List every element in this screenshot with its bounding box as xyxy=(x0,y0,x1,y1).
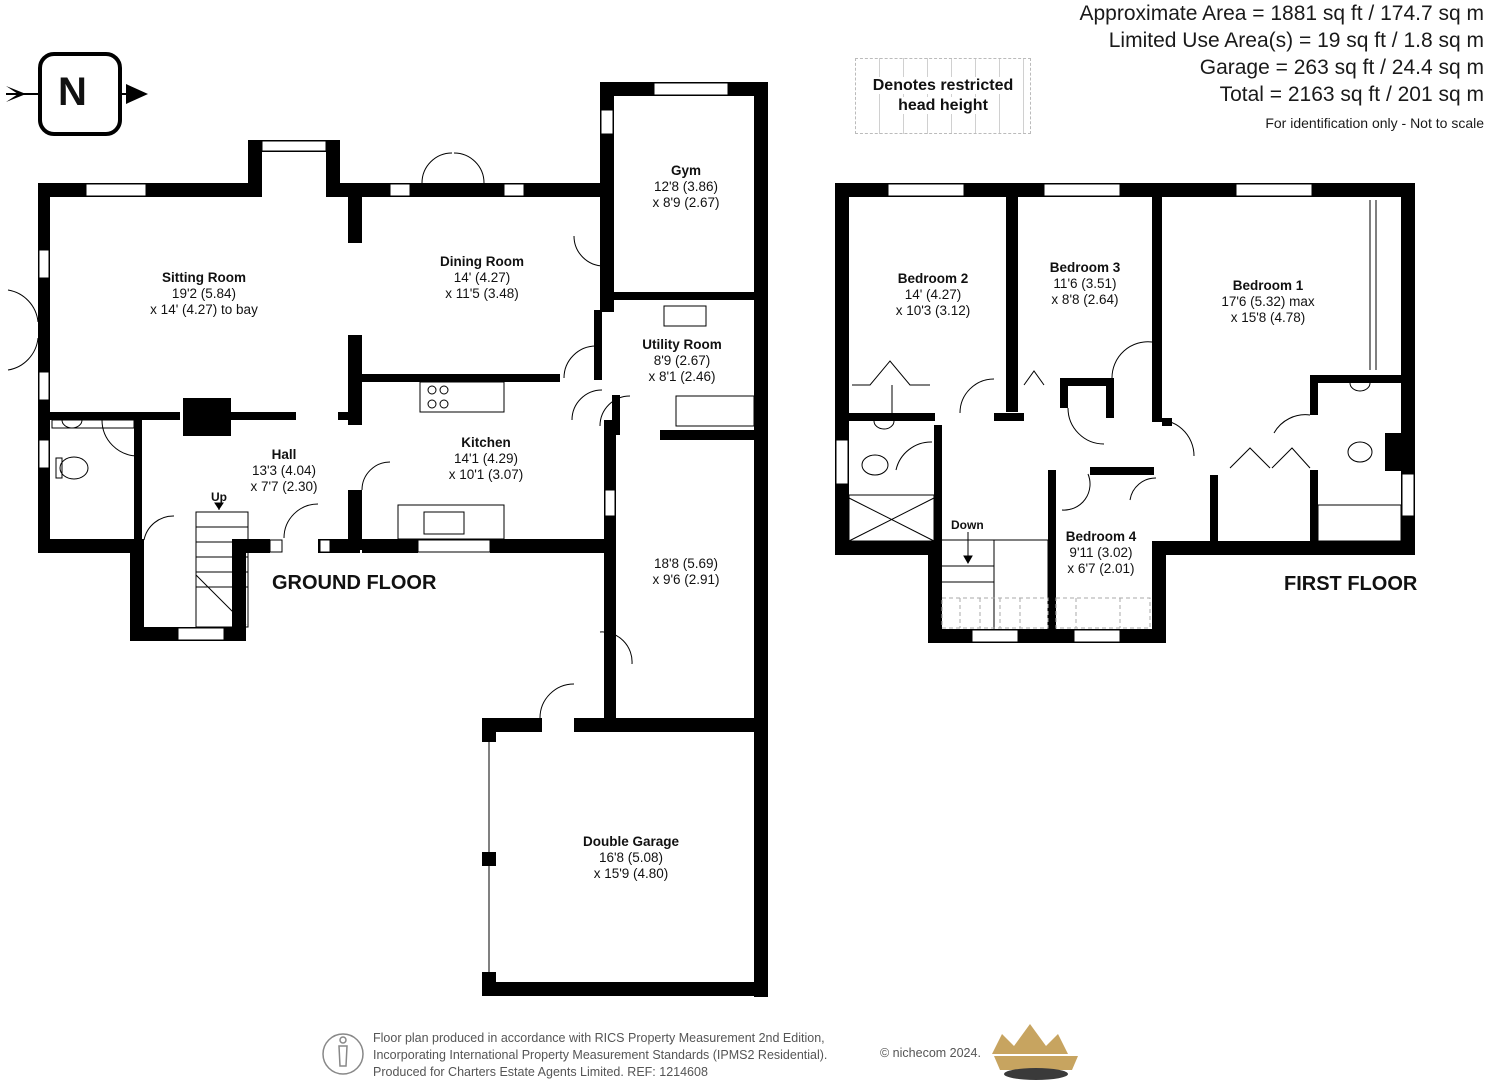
footer-line-2: Incorporating International Property Mea… xyxy=(373,1048,828,1062)
room-name: Bedroom 2 xyxy=(897,271,969,286)
room-bedroom-2: Bedroom 2 14' (4.27) x 10'3 (3.12) xyxy=(896,271,971,319)
room-dim-2: x 6'7 (2.01) xyxy=(1067,561,1135,576)
scale-disclaimer: For identification only - Not to scale xyxy=(1265,115,1484,131)
first-floor-label: FIRST FLOOR xyxy=(1284,573,1418,595)
stairs-up-label: Up xyxy=(211,490,227,504)
room-name: Gym xyxy=(670,163,701,178)
room-dim-1: 14' (4.27) xyxy=(904,287,962,302)
room-name: Bedroom 4 xyxy=(1065,529,1137,544)
total-area-text: Total = 2163 sq ft / 201 sq m xyxy=(1219,83,1484,106)
room-name: Utility Room xyxy=(642,337,722,352)
legend-line-1: Denotes restricted xyxy=(870,77,1016,94)
room-dim-2: x 11'5 (3.48) xyxy=(445,286,519,301)
ground-floor-label: GROUND FLOOR xyxy=(272,572,437,594)
compass-letter: N xyxy=(58,70,87,114)
room-dim-2: x 14' (4.27) to bay xyxy=(150,302,258,317)
room-store: 18'8 (5.69) x 9'6 (2.91) xyxy=(652,556,719,588)
room-name: Bedroom 3 xyxy=(1049,260,1121,275)
room-dim-2: x 7'7 (2.30) xyxy=(250,479,318,494)
ground-floor-thin-lines xyxy=(7,152,755,972)
first-floor-thin-lines xyxy=(848,200,1402,631)
first-floor-windows xyxy=(835,183,1415,643)
room-dim-1: 8'9 (2.67) xyxy=(653,353,711,368)
garage-area-text: Garage = 263 sq ft / 24.4 sq m xyxy=(1199,56,1484,79)
room-name: Kitchen xyxy=(461,435,511,450)
crown-logo-icon xyxy=(992,1024,1078,1080)
room-bedroom-4: Bedroom 4 9'11 (3.02) x 6'7 (2.01) xyxy=(1066,529,1137,577)
room-dim-1: 17'6 (5.32) max xyxy=(1221,294,1315,309)
room-dim-1: 19'2 (5.84) xyxy=(171,286,237,301)
approximate-area-text: Approximate Area = 1881 sq ft / 174.7 sq… xyxy=(1079,2,1485,25)
room-dim-2: x 8'1 (2.46) xyxy=(648,369,716,384)
room-name: Bedroom 1 xyxy=(1232,278,1304,293)
room-double-garage: Double Garage 16'8 (5.08) x 15'9 (4.80) xyxy=(583,834,679,882)
footer-line-1: Floor plan produced in accordance with R… xyxy=(373,1031,825,1045)
room-dim-2: x 10'3 (3.12) xyxy=(895,303,971,318)
room-name: Double Garage xyxy=(582,834,680,849)
room-sitting-room: Sitting Room 19'2 (5.84) x 14' (4.27) to… xyxy=(150,270,258,318)
room-dim-1: 9'11 (3.02) xyxy=(1069,545,1133,560)
room-dim-1: 18'8 (5.69) xyxy=(653,556,719,571)
room-dim-2: x 8'9 (2.67) xyxy=(652,195,720,210)
restricted-height-legend: Denotes restricted head height xyxy=(855,58,1031,134)
room-dim-2: x 9'6 (2.91) xyxy=(652,572,720,587)
copyright-text: © nichecom 2024. xyxy=(880,1046,981,1060)
room-bedroom-3: Bedroom 3 11'6 (3.51) x 8'8 (2.64) xyxy=(1050,260,1121,308)
room-dim-2: x 10'1 (3.07) xyxy=(448,467,524,482)
room-dim-1: 14' (4.27) xyxy=(453,270,511,285)
footer-notes: Floor plan produced in accordance with R… xyxy=(373,1030,827,1081)
room-dim-1: 16'8 (5.08) xyxy=(598,850,664,865)
room-name: Hall xyxy=(271,447,297,462)
room-name: Sitting Room xyxy=(161,270,246,285)
north-arrow-icon xyxy=(6,52,148,136)
room-dim-2: x 15'9 (4.80) xyxy=(593,866,669,881)
footer-line-3: Produced for Charters Estate Agents Limi… xyxy=(373,1065,708,1079)
room-dim-1: 12'8 (3.86) xyxy=(653,179,719,194)
room-dim-1: 11'6 (3.51) xyxy=(1053,276,1117,291)
room-bedroom-1: Bedroom 1 17'6 (5.32) max x 15'8 (4.78) xyxy=(1221,278,1314,326)
stairs-arrows xyxy=(214,502,973,565)
room-gym: Gym 12'8 (3.86) x 8'9 (2.67) xyxy=(652,163,719,211)
room-name: Dining Room xyxy=(440,254,524,269)
ground-floor-windows xyxy=(38,82,729,641)
room-dim-1: 14'1 (4.29) xyxy=(453,451,519,466)
legend-line-2: head height xyxy=(896,97,990,114)
room-hall: Hall 13'3 (4.04) x 7'7 (2.30) xyxy=(250,447,317,495)
room-dim-1: 13'3 (4.04) xyxy=(251,463,317,478)
stairs-down-label: Down xyxy=(951,518,984,532)
room-dining-room: Dining Room 14' (4.27) x 11'5 (3.48) xyxy=(440,254,524,302)
room-dim-2: x 8'8 (2.64) xyxy=(1051,292,1119,307)
room-kitchen: Kitchen 14'1 (4.29) x 10'1 (3.07) xyxy=(449,435,524,483)
limited-use-area-text: Limited Use Area(s) = 19 sq ft / 1.8 sq … xyxy=(1108,29,1484,52)
room-utility-room: Utility Room 8'9 (2.67) x 8'1 (2.46) xyxy=(642,337,722,385)
room-dim-2: x 15'8 (4.78) xyxy=(1230,310,1306,325)
person-icon xyxy=(322,1033,364,1075)
